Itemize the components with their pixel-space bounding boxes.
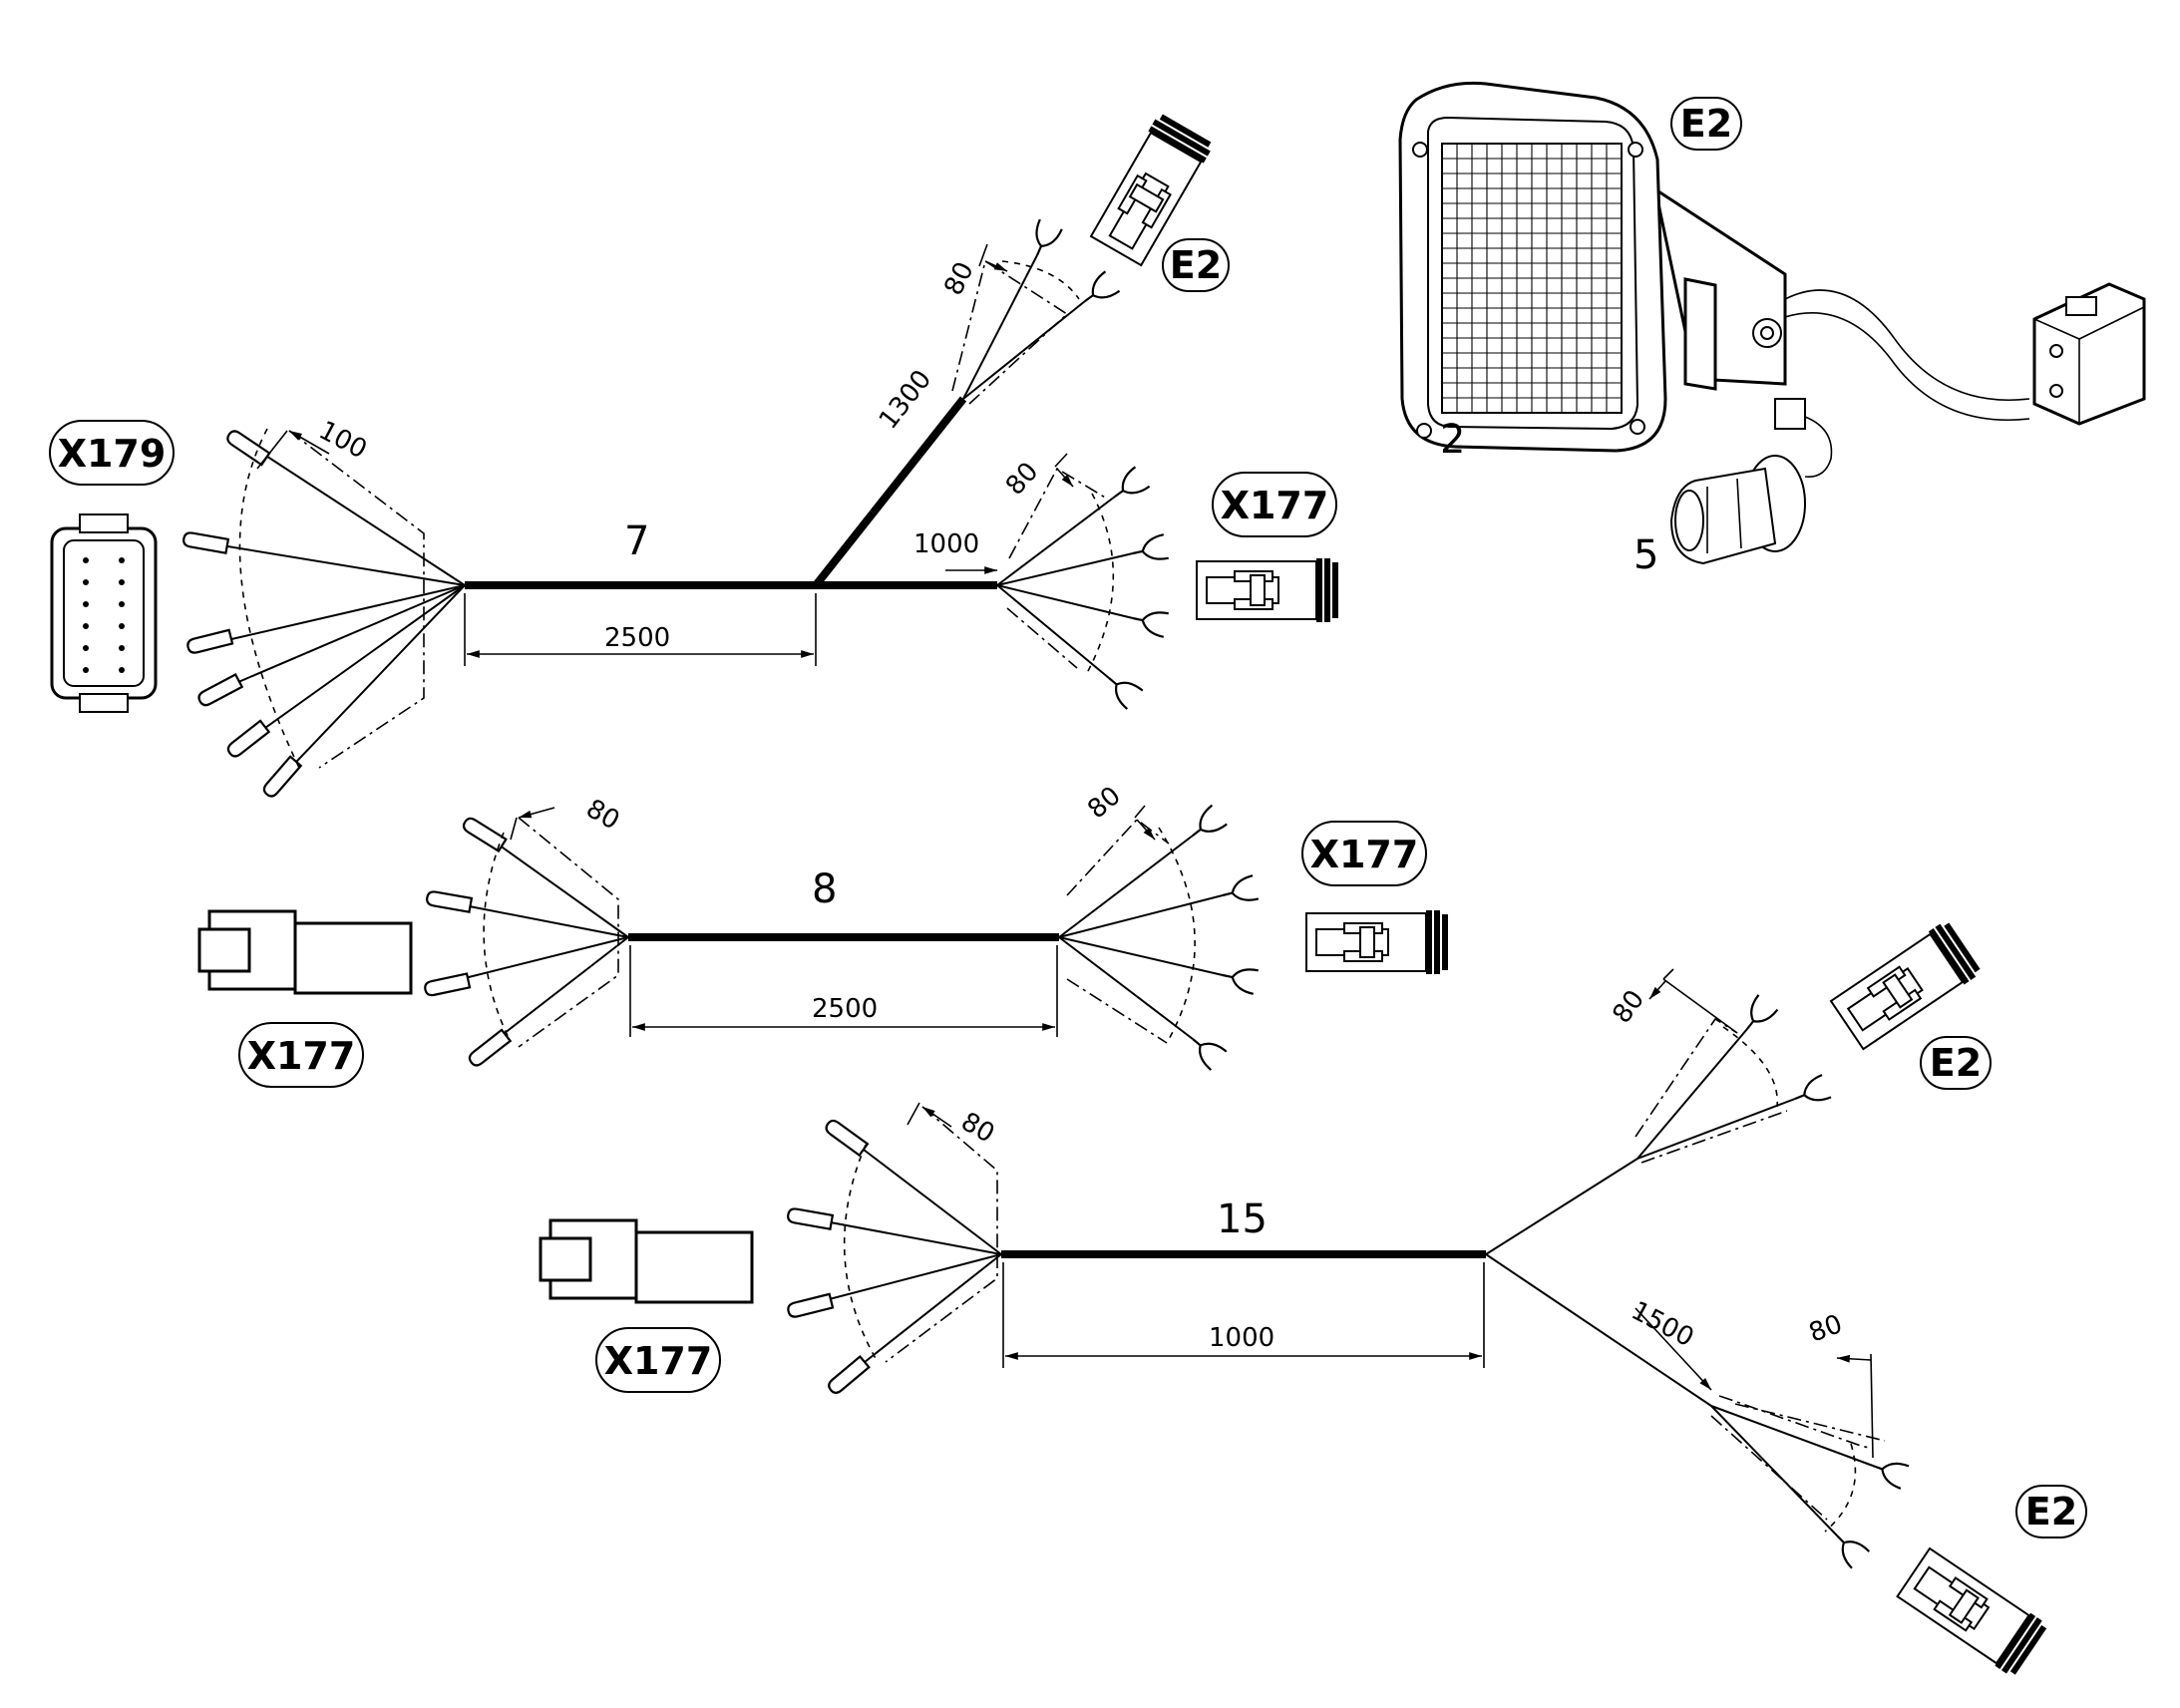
x177-tag-harness-7: X177 <box>1212 472 1337 537</box>
svg-text:X177: X177 <box>604 1339 713 1383</box>
svg-text:E2: E2 <box>1170 243 1222 287</box>
svg-text:X177: X177 <box>1310 833 1419 876</box>
harness-8: 80 80 2500 8 <box>422 781 1260 1072</box>
x177-tag-harness-8-left: X177 <box>238 1022 364 1088</box>
harness-8-fan-right-length: 80 <box>1082 781 1127 825</box>
harness-7-fan-x179-length: 100 <box>314 416 372 466</box>
harness-15-branch-lower-length: 1500 <box>1627 1296 1699 1354</box>
bulb-part-number: 5 <box>1634 532 1658 578</box>
harness-15-number: 15 <box>1217 1196 1268 1242</box>
harness-15-trunk-length: 1000 <box>1209 1323 1274 1353</box>
e2-connector-harness-15-lower[interactable] <box>1894 1544 2050 1679</box>
harness-8-fan-left-length: 80 <box>581 794 625 837</box>
lamp-part-number: 2 <box>1440 417 1465 463</box>
svg-text:X177: X177 <box>1221 484 1329 527</box>
harness-7-fan-x177-length: 80 <box>1000 457 1044 502</box>
e2-tag-lamp: E2 <box>1670 97 1742 151</box>
lamp-lens-grid <box>1442 144 1622 413</box>
x177-connector-harness-15[interactable] <box>539 1218 754 1304</box>
harness-15-fan-upper-length: 80 <box>1607 985 1650 1029</box>
harness-7-number: 7 <box>624 518 649 564</box>
harness-7-branch-e2-length: 1300 <box>874 365 937 436</box>
x177-tag-harness-8-right: X177 <box>1301 821 1427 886</box>
e2-connector-harness-15-upper[interactable] <box>1828 918 1984 1053</box>
harness-7-branch-x177-length: 1000 <box>913 529 979 559</box>
e2-tag-harness-15-upper: E2 <box>1920 1036 1992 1090</box>
x179-pin-grid <box>83 557 125 673</box>
x177-connector-harness-7[interactable] <box>1196 557 1339 623</box>
halogen-bulb-icon <box>1669 398 1833 565</box>
svg-text:E2: E2 <box>1680 102 1732 146</box>
harness-15: 80 80 80 1500 <box>785 968 1911 1569</box>
harness-7-fan-e2-length: 80 <box>938 257 979 300</box>
x179-connector[interactable] <box>50 513 158 713</box>
harness-15-fan-left-length: 80 <box>956 1107 1000 1150</box>
harness-7: 100 80 1300 80 1000 <box>182 217 1170 801</box>
harness-7-trunk-length: 2500 <box>604 623 670 653</box>
e2-tag-harness-15-lower: E2 <box>2015 1485 2087 1538</box>
x179-tag: X179 <box>49 420 175 486</box>
svg-text:X177: X177 <box>247 1034 356 1078</box>
svg-text:E2: E2 <box>2025 1490 2077 1534</box>
x177-connector-harness-8-right[interactable] <box>1305 909 1449 975</box>
harness-8-trunk-length: 2500 <box>812 994 878 1024</box>
work-lamp-icon <box>1398 81 2146 453</box>
svg-text:E2: E2 <box>1930 1041 1982 1085</box>
svg-text:X179: X179 <box>58 432 167 476</box>
x177-tag-harness-15: X177 <box>595 1327 721 1393</box>
x177-connector-harness-8-left[interactable] <box>197 909 413 995</box>
harness-15-fan-lower-length: 80 <box>1805 1309 1846 1349</box>
e2-tag-harness-7: E2 <box>1162 238 1230 292</box>
harness-8-number: 8 <box>812 866 837 912</box>
